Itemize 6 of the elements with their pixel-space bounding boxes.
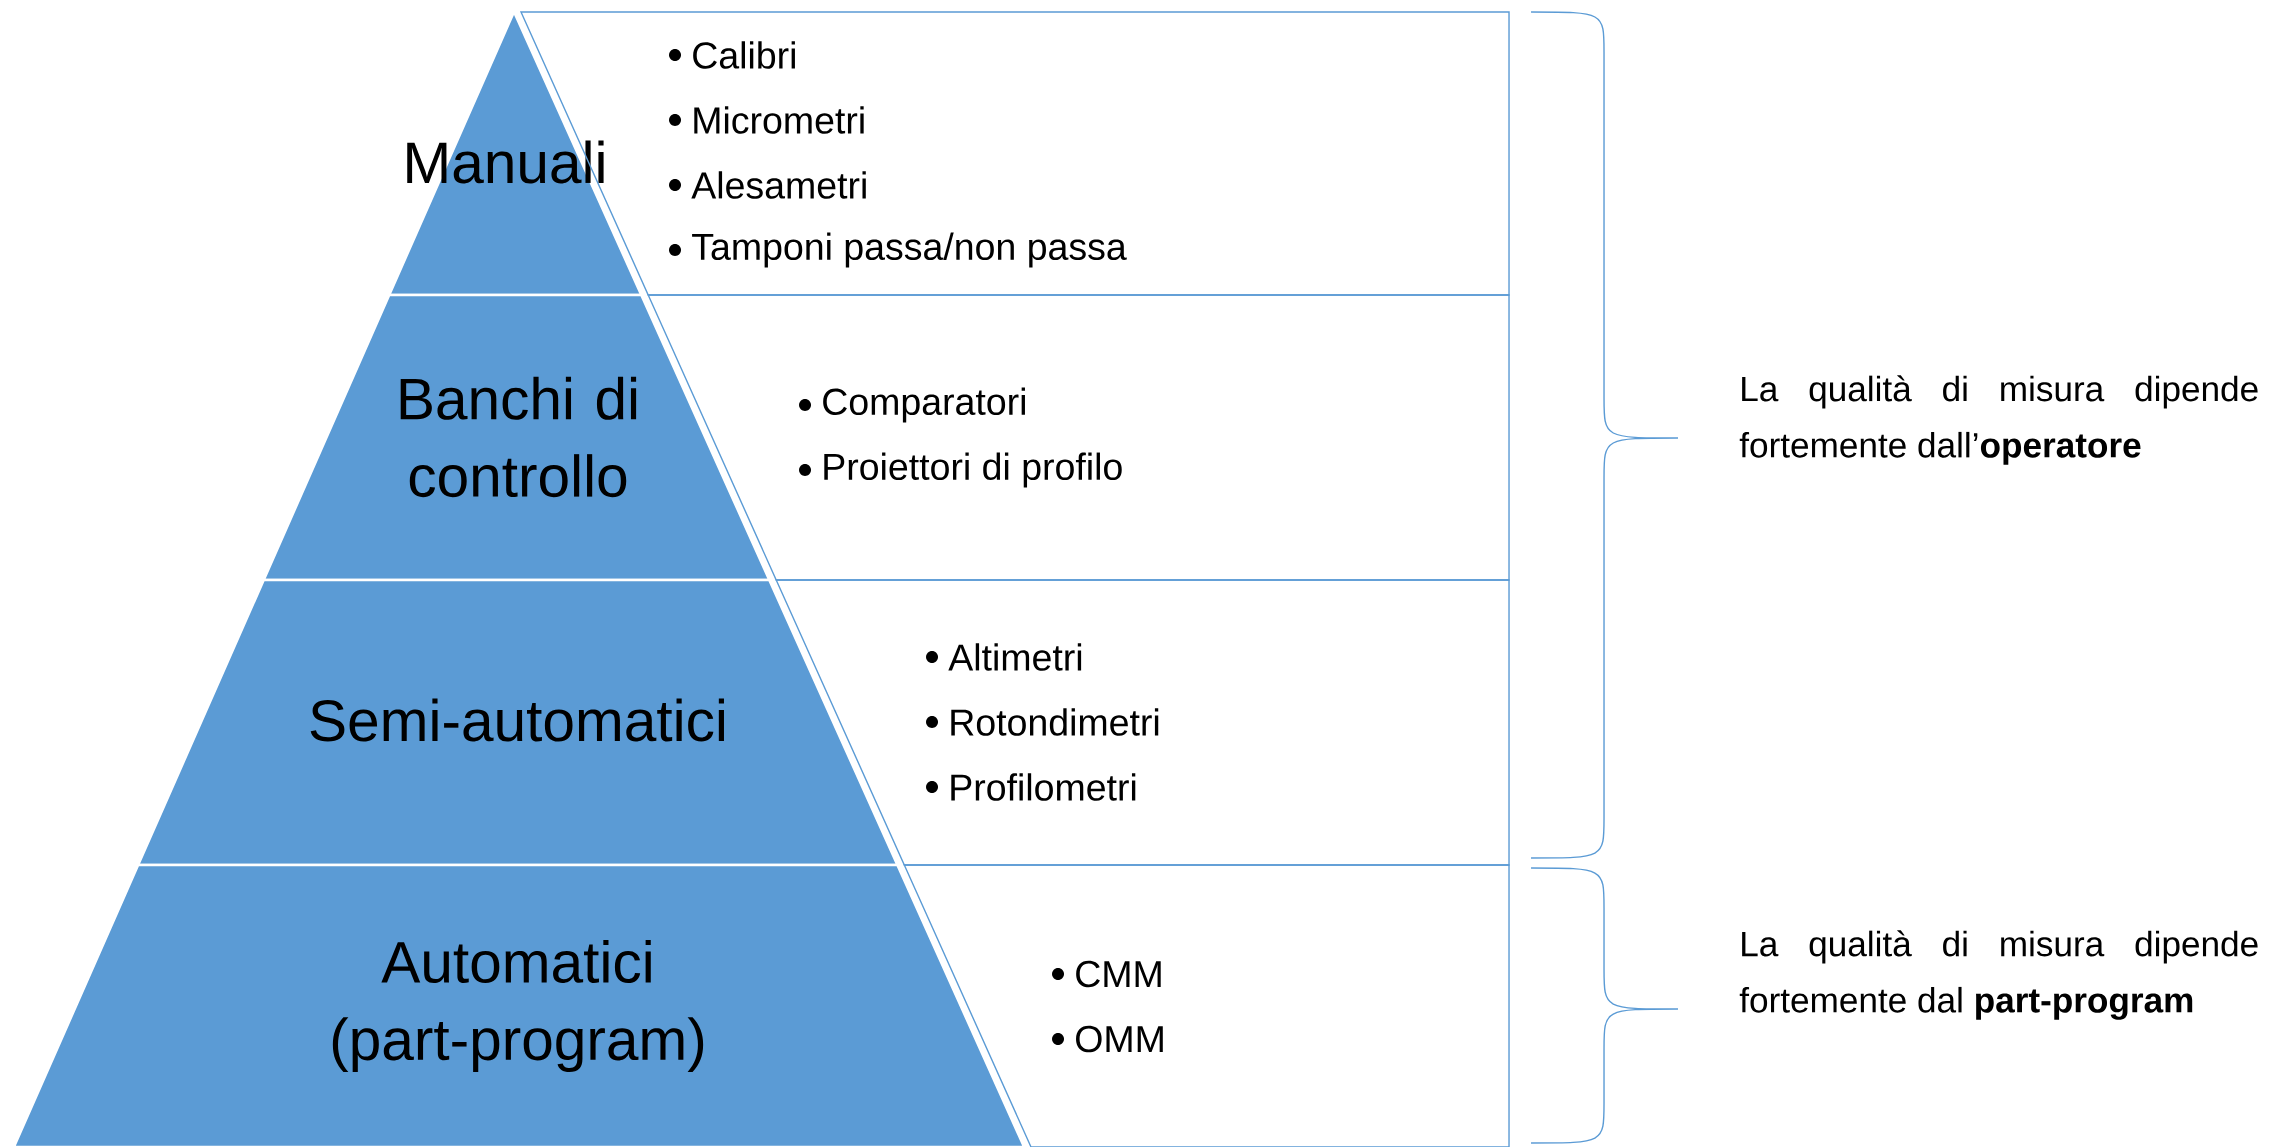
list-box: CMM OMM bbox=[903, 864, 1510, 1147]
list-box: Altimetri Rotondimetri Profilometri bbox=[775, 579, 1510, 866]
list-box: Comparatori Proiettori di profilo bbox=[647, 294, 1510, 581]
note-text: La qualità di misura dipende fortemente dal part-program bbox=[1739, 930, 2258, 1020]
pyramid-level: Automatici (part-program) bbox=[12, 863, 1026, 1147]
note-text: La qualità di misura dipende fortemente dall’operatore bbox=[1739, 375, 2258, 465]
